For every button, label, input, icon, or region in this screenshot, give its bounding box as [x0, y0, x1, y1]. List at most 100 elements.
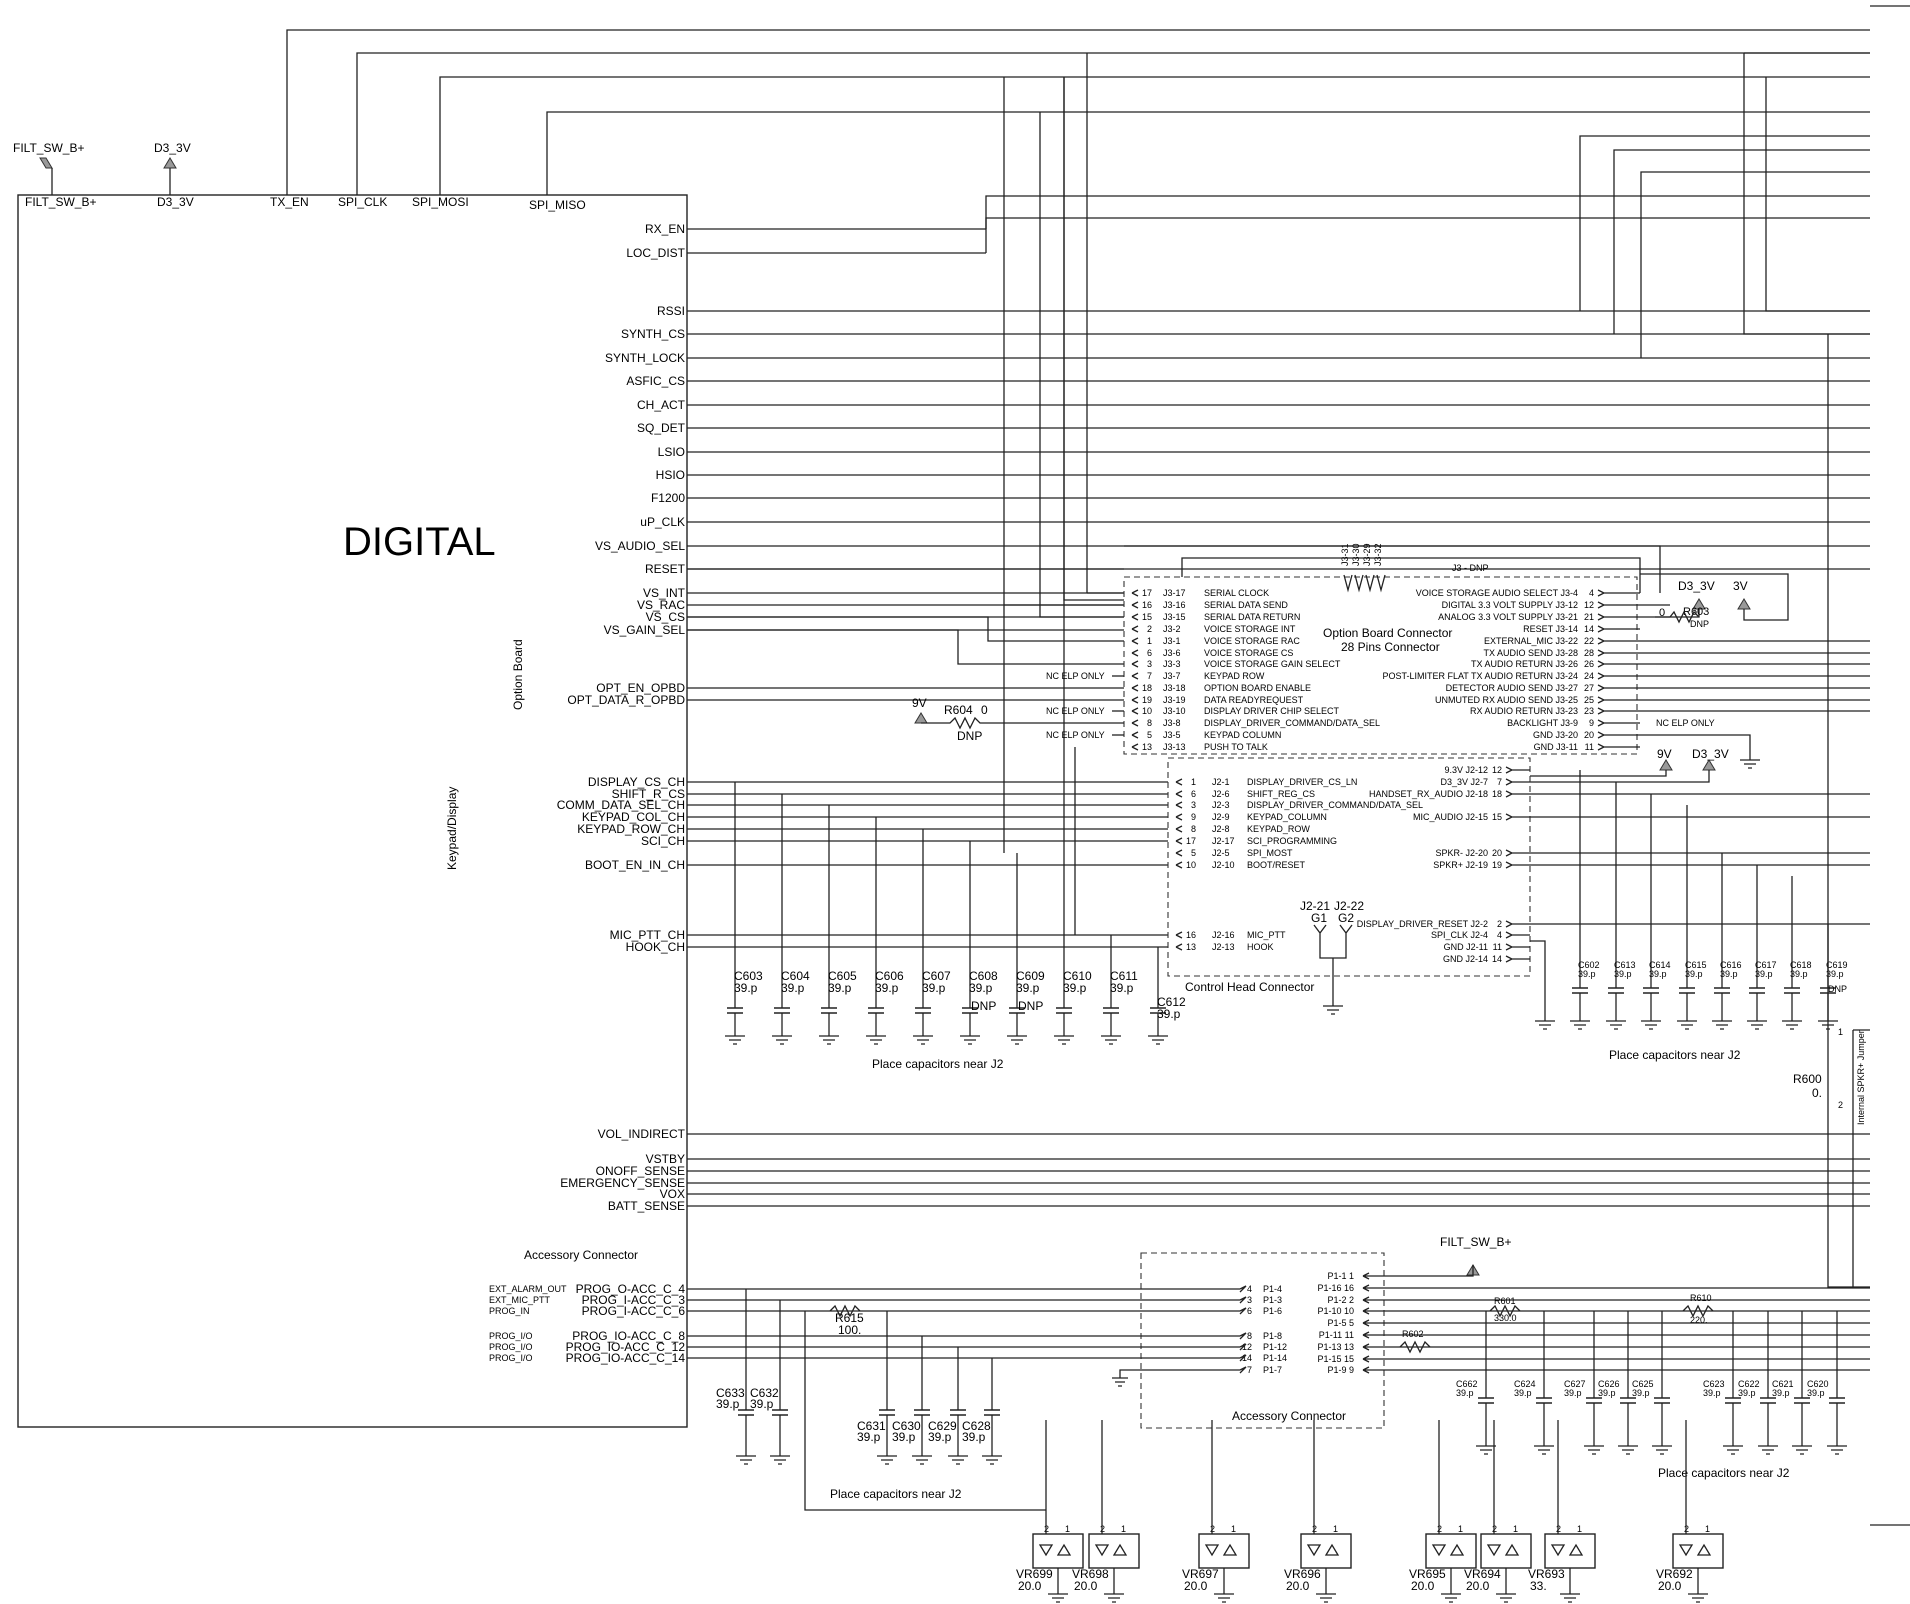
block-pin-label: LOC_DIST: [626, 246, 685, 260]
r600-value: 0.: [1812, 1086, 1822, 1100]
p1-left-pin-ref: P1-6: [1263, 1306, 1282, 1316]
cap-value: 39.p: [1016, 981, 1040, 995]
cap-ref: C603: [734, 969, 763, 983]
p1-right-arrow: [1362, 1272, 1384, 1280]
p1-left-pin-ref: P1-3: [1263, 1295, 1282, 1305]
cap-value: 39.p: [1755, 969, 1773, 979]
cap-value: 39.p: [1598, 1388, 1616, 1398]
capacitor: [1794, 1397, 1810, 1404]
cap-ref: C617: [1755, 960, 1777, 970]
j3-left-pin-num: 10: [1142, 706, 1152, 716]
j3-right-pin-ref: VOICE STORAGE AUDIO SELECT J3-4: [1416, 588, 1578, 598]
diode-value: 33.: [1530, 1579, 1547, 1593]
capacitor: [772, 1409, 788, 1416]
j3-right-pin-ref: POST-LIMITER FLAT TX AUDIO RETURN J3-24: [1382, 671, 1578, 681]
j3-left-pin-ref: J3-3: [1163, 659, 1181, 669]
capacitor: [1620, 1397, 1636, 1404]
ground-symbol: [982, 1455, 1002, 1465]
cap-value: 39.p: [875, 981, 899, 995]
cap-value: 39.p: [750, 1397, 774, 1411]
diode-pin: 1: [1333, 1524, 1338, 1534]
j2-left-arrow: [1175, 813, 1183, 821]
j3-left-pin-desc: VOICE STORAGE GAIN SELECT: [1204, 659, 1341, 669]
p1-left-pin-num: 6: [1247, 1306, 1252, 1316]
j2-right-arrow: [1505, 955, 1530, 963]
p1-right-arrow: [1362, 1319, 1384, 1327]
j3-left-pin-desc: DISPLAY_DRIVER_COMMAND/DATA_SEL: [1204, 718, 1380, 728]
p1-right-arrow: [1362, 1284, 1384, 1292]
j3-right-arrow: [1597, 672, 1640, 680]
j3-left-pin-ref: J3-15: [1163, 612, 1186, 622]
j2-right-pin-ref: GND J2-14: [1443, 954, 1488, 964]
top-pin-spimiso: SPI_MISO: [529, 198, 586, 212]
cap-ref: C619: [1826, 960, 1848, 970]
j3-right-pin-num: 12: [1584, 600, 1594, 610]
acc-side-label: PROG_IN: [489, 1306, 530, 1316]
block-pin-label: EMERGENCY_SENSE: [560, 1176, 685, 1190]
diode-ref: VR693: [1528, 1567, 1565, 1581]
ground-symbol: [1048, 1593, 1068, 1603]
j2-left-pin-desc: DISPLAY_DRIVER_COMMAND/DATA_SEL: [1247, 800, 1423, 810]
j3-name-1: Option Board Connector: [1323, 626, 1452, 640]
block-pin-label: ONOFF_SENSE: [596, 1164, 685, 1178]
capacitor: [1784, 987, 1800, 994]
p1-title: Accessory Connector: [1232, 1409, 1346, 1423]
j2-left-pin-ref: J2-13: [1212, 942, 1235, 952]
j2-left-pin-desc: SHIFT_REG_CS: [1247, 789, 1315, 799]
ground-symbol: [1007, 1035, 1027, 1045]
p1-right-arrow: [1362, 1355, 1384, 1363]
diode-value: 20.0: [1184, 1579, 1208, 1593]
j2-left-arrow: [1175, 943, 1183, 951]
block-pin-label: ASFIC_CS: [626, 374, 685, 388]
j3-right-pin-num: 28: [1584, 648, 1594, 658]
diode-pin: 1: [1121, 1524, 1126, 1534]
capacitor: [821, 1007, 837, 1014]
block-pin-label: BOOT_EN_IN_CH: [585, 858, 685, 872]
j3-right-arrow: [1597, 719, 1640, 727]
flag-filt-label: FILT_SW_B+: [13, 141, 84, 155]
ground-symbol: [1712, 1020, 1732, 1030]
cap-ref: C624: [1514, 1379, 1536, 1389]
j3-left-pin-ref: J3-16: [1163, 600, 1186, 610]
capacitor: [1760, 1397, 1776, 1404]
block-pin-label: SQ_DET: [637, 421, 686, 435]
j3-right-arrow: [1597, 696, 1640, 704]
digital-block: [17, 194, 688, 1428]
cap-value: 39.p: [1720, 969, 1738, 979]
block-pin-label: PROG_O-ACC_C_4: [576, 1282, 686, 1296]
cap-value: 39.p: [857, 1430, 881, 1444]
ground-symbol: [1476, 1445, 1496, 1455]
cap-value: 39.p: [1632, 1388, 1650, 1398]
ground-symbol: [1688, 1593, 1708, 1603]
r604-dnp: DNP: [957, 729, 982, 743]
p1-left-pin-num: 14: [1242, 1353, 1252, 1363]
j3-left-pin-num: 18: [1142, 683, 1152, 693]
cap-ref: C602: [1578, 960, 1600, 970]
diode-pin: 1: [1513, 1524, 1518, 1534]
j3-right-pin-num: 27: [1584, 683, 1594, 693]
cap-ref: C631: [857, 1419, 886, 1433]
j2-right-arrow: [1505, 920, 1530, 928]
p1-right-pin-ref: P1-11 11: [1319, 1330, 1354, 1340]
j3-name-2: 28 Pins Connector: [1341, 640, 1440, 654]
cap-ref: C612: [1157, 995, 1186, 1009]
tvs-diode-symbol: [1094, 1543, 1128, 1557]
j2-right-pin-num: 2: [1497, 919, 1502, 929]
cap-ref: C616: [1720, 960, 1742, 970]
block-pin-label: HOOK_CH: [626, 940, 685, 954]
block-pin-label: uP_CLK: [640, 515, 685, 529]
cap-dnp: DNP: [971, 999, 996, 1013]
j3-left-arrow: [1131, 719, 1139, 727]
j3-top-pin-mark: [1354, 574, 1364, 593]
cap-value: 39.p: [1790, 969, 1808, 979]
j2-right-pin-ref: MIC_AUDIO J2-15: [1413, 812, 1488, 822]
cap-ref: C620: [1807, 1379, 1829, 1389]
acc-side-label: PROG_I/O: [489, 1331, 533, 1341]
j3-right-pin-num: 21: [1584, 612, 1594, 622]
capacitor: [879, 1409, 895, 1416]
p1-left-arrow: [1141, 1296, 1247, 1304]
block-pin-label: VS_GAIN_SEL: [604, 623, 686, 637]
j2-right-pin-num: 15: [1492, 812, 1502, 822]
j3-right-pin-num: 26: [1584, 659, 1594, 669]
diode-ref: VR697: [1182, 1567, 1219, 1581]
